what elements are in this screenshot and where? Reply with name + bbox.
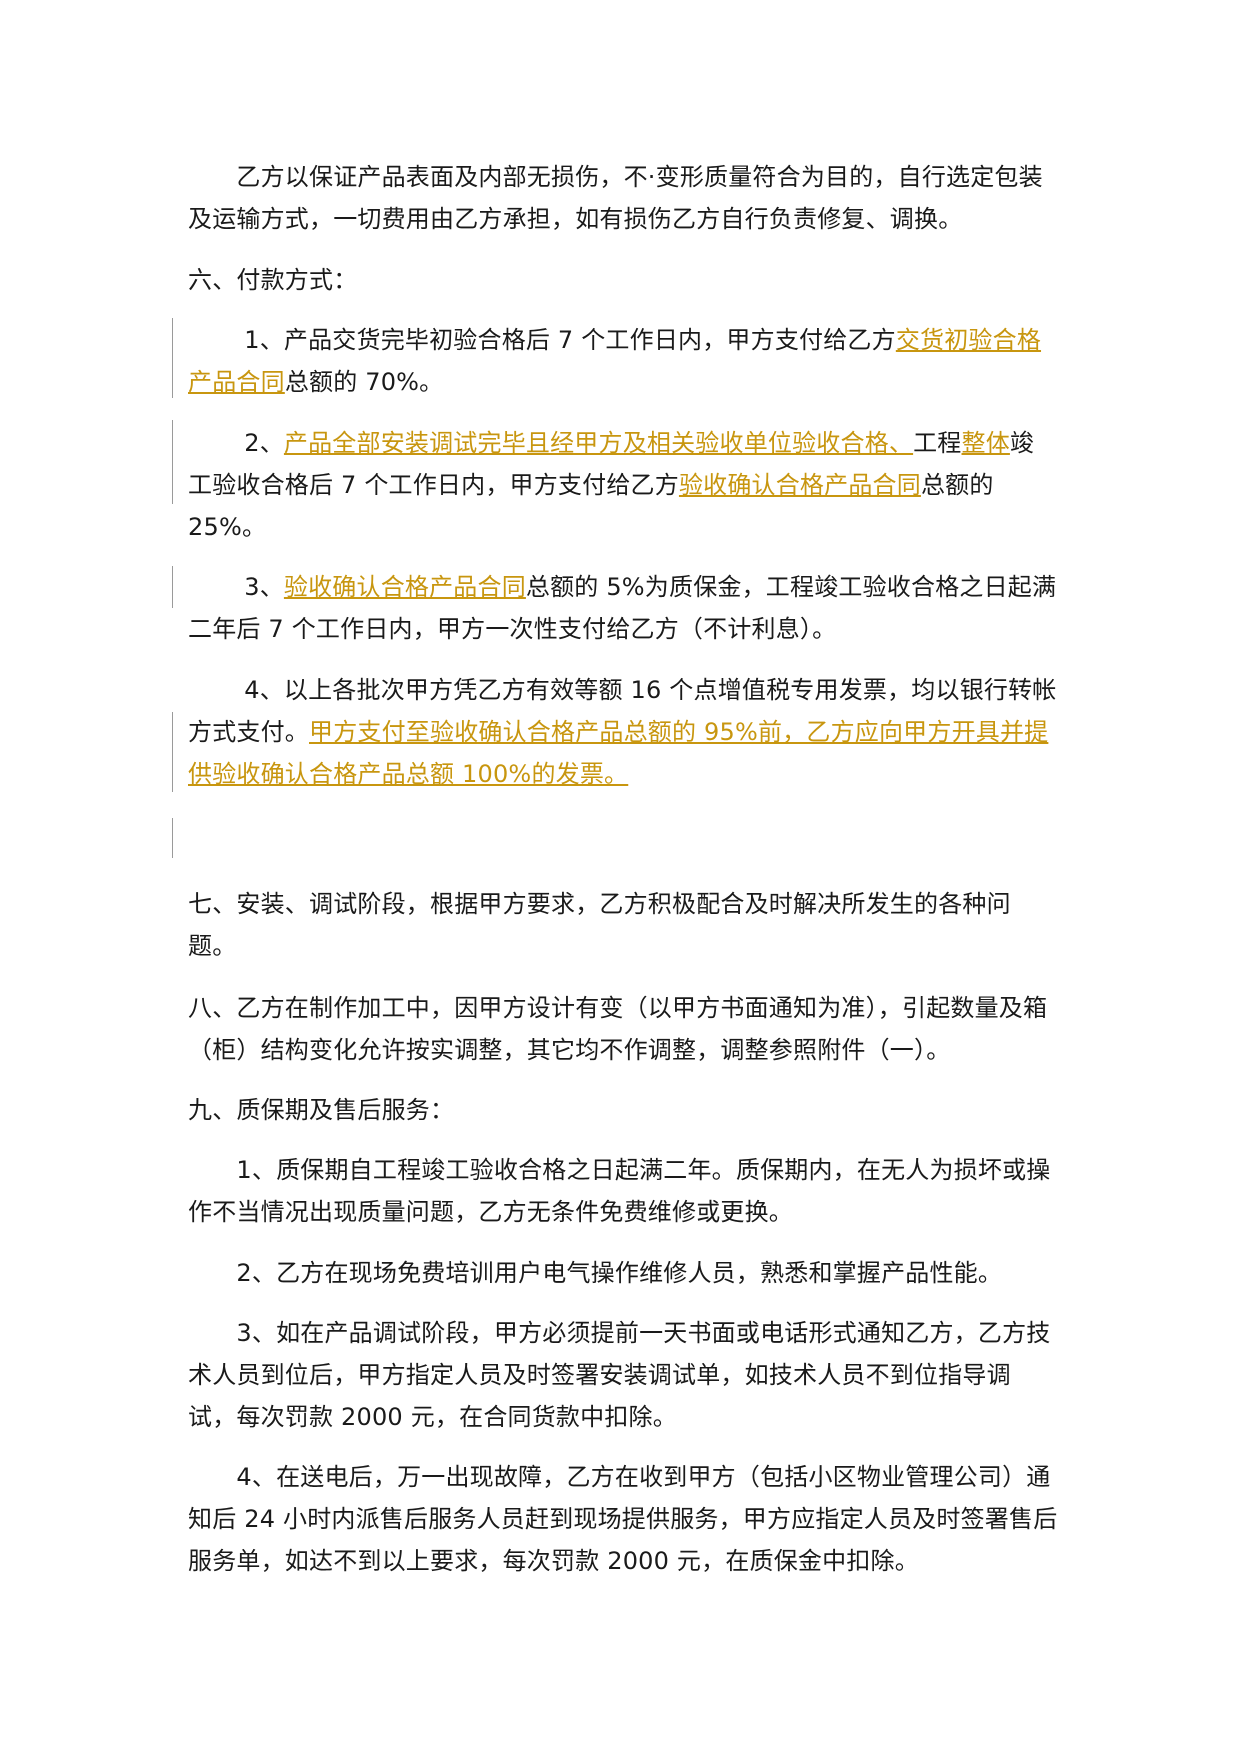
warranty-item-1: 1、质保期自工程竣工验收合格之日起满二年。质保期内，在无人为损坏或操作不当情况出… — [188, 1156, 1051, 1226]
text-run: 1、产品交货完毕初验合格后 7 个工作日内，甲方支付给乙方 — [188, 326, 896, 354]
text-run: 总额的 25%。 — [188, 471, 994, 541]
inserted-text: 验收确认合格产品合同 — [283, 573, 526, 601]
warranty-item-2: 2、乙方在现场免费培训用户电气操作维修人员，熟悉和掌握产品性能。 — [188, 1259, 1003, 1287]
text-run: 4、以上各批次甲方凭乙方有效等额 16 个点增值税专用发票，均以银行转帐方式支付… — [188, 676, 1057, 746]
text-run: 2、 — [188, 429, 284, 457]
design-change-clause: 八、乙方在制作加工中，因甲方设计有变（以甲方书面通知为准），引起数量及箱（柜）结… — [188, 994, 1048, 1064]
inserted-text: 产品全部安装调试完毕且经甲方及相关验收单位验收合格、 — [283, 429, 914, 457]
payment-item-3: 3、验收确认合格产品合同总额的 5%为质保金，工程竣工验收合格之日起满二年后 7… — [188, 566, 1058, 650]
change-bar — [172, 420, 173, 504]
installation-clause: 七、安装、调试阶段，根据甲方要求，乙方积极配合及时解决所发生的各种问题。 — [188, 890, 1011, 960]
payment-heading: 六、付款方式： — [188, 266, 358, 294]
text-run: 总额的 70%。 — [284, 368, 444, 396]
change-bar — [172, 566, 173, 608]
text-run: 3、 — [188, 573, 284, 601]
inserted-text: 验收确认合格产品合同 — [678, 471, 921, 499]
payment-item-2: 2、产品全部安装调试完毕且经甲方及相关验收单位验收合格、工程整体竣工验收合格后 … — [188, 422, 1058, 548]
text-run: 竣工验收合格后 7 个工作日内，甲方支付给乙方 — [188, 429, 1035, 499]
change-bar — [172, 712, 173, 792]
inserted-text: 交货初验合格产品合同 — [188, 326, 1042, 396]
inserted-text: 甲方支付至验收确认合格产品总额的 95%前，乙方应向甲方开具并提供验收确认合格产… — [188, 718, 1049, 788]
text-run: 总额的 5%为质保金，工程竣工验收合格之日起满二年后 7 个工作日内，甲方一次性… — [188, 573, 1057, 643]
warranty-item-3: 3、如在产品调试阶段，甲方必须提前一天书面或电话形式通知乙方，乙方技术人员到位后… — [188, 1319, 1051, 1431]
change-bar — [172, 818, 173, 858]
payment-item-1: 1、产品交货完毕初验合格后 7 个工作日内，甲方支付给乙方交货初验合格产品合同总… — [188, 319, 1058, 403]
warranty-heading: 九、质保期及售后服务： — [188, 1096, 455, 1124]
packaging-paragraph: 乙方以保证产品表面及内部无损伤，不·变形质量符合为目的，自行选定包装及运输方式，… — [188, 163, 1043, 233]
text-run: 工程 — [913, 429, 962, 457]
inserted-text: 整体 — [961, 429, 1010, 457]
warranty-item-4: 4、在送电后，万一出现故障，乙方在收到甲方（包括小区物业管理公司）通知后 24 … — [188, 1463, 1058, 1575]
payment-item-4: 4、以上各批次甲方凭乙方有效等额 16 个点增值税专用发票，均以银行转帐方式支付… — [188, 669, 1058, 795]
change-bar — [172, 318, 173, 398]
